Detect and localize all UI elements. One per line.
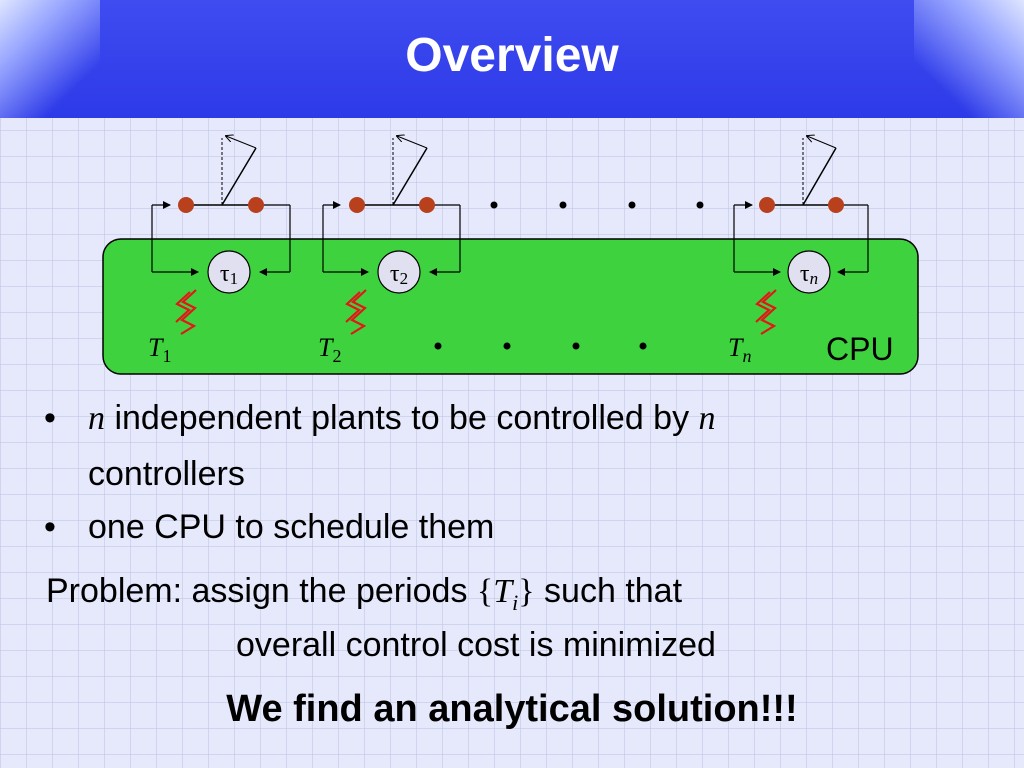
system-diagram: τ1 τ2 τn T1 T2 Tn CPU: [102, 0, 919, 375]
period-label-n: Tn: [728, 333, 751, 366]
bullet-dot: •: [44, 399, 56, 437]
spark-icon: [175, 289, 197, 335]
plant-1: [151, 136, 291, 276]
plant-n: [733, 136, 869, 276]
conclusion-text: We find an analytical solution!!!: [226, 688, 798, 730]
slide-title: Overview: [405, 29, 619, 82]
bullet-2: • one CPU to schedule them: [44, 507, 494, 547]
spark-icon: [755, 289, 777, 335]
problem-line-1: Problem: assign the periods {Ti} such th…: [46, 572, 683, 615]
plant-2: [322, 136, 461, 276]
bullet-1-line-1: n independent plants to be controlled by…: [88, 399, 716, 437]
ellipsis-bottom: [434, 342, 647, 350]
title-bar: Overview: [0, 0, 1024, 118]
bullet-2-text: one CPU to schedule them: [88, 508, 495, 546]
period-label-1: T1: [148, 333, 171, 366]
task-label-2: τ2: [390, 261, 408, 288]
spark-icon: [345, 289, 367, 335]
title-glow-right: [914, 0, 1024, 118]
bullet-1: • n independent plants to be controlled …: [44, 398, 716, 438]
task-node-n: [787, 250, 831, 294]
bullet-dot: •: [44, 508, 56, 546]
period-label-2: T2: [318, 333, 341, 366]
task-node-2: [377, 250, 421, 294]
cpu-block: [102, 238, 919, 375]
bullet-1-line-2: controllers: [88, 455, 245, 493]
title-glow-left: [0, 0, 100, 118]
task-label-1: τ1: [220, 261, 238, 288]
task-label-n: τn: [800, 261, 818, 288]
cpu-label: CPU: [826, 331, 894, 367]
task-node-1: [207, 250, 251, 294]
problem-line-2: overall control cost is minimized: [236, 626, 716, 664]
ellipsis-top: [490, 201, 704, 209]
